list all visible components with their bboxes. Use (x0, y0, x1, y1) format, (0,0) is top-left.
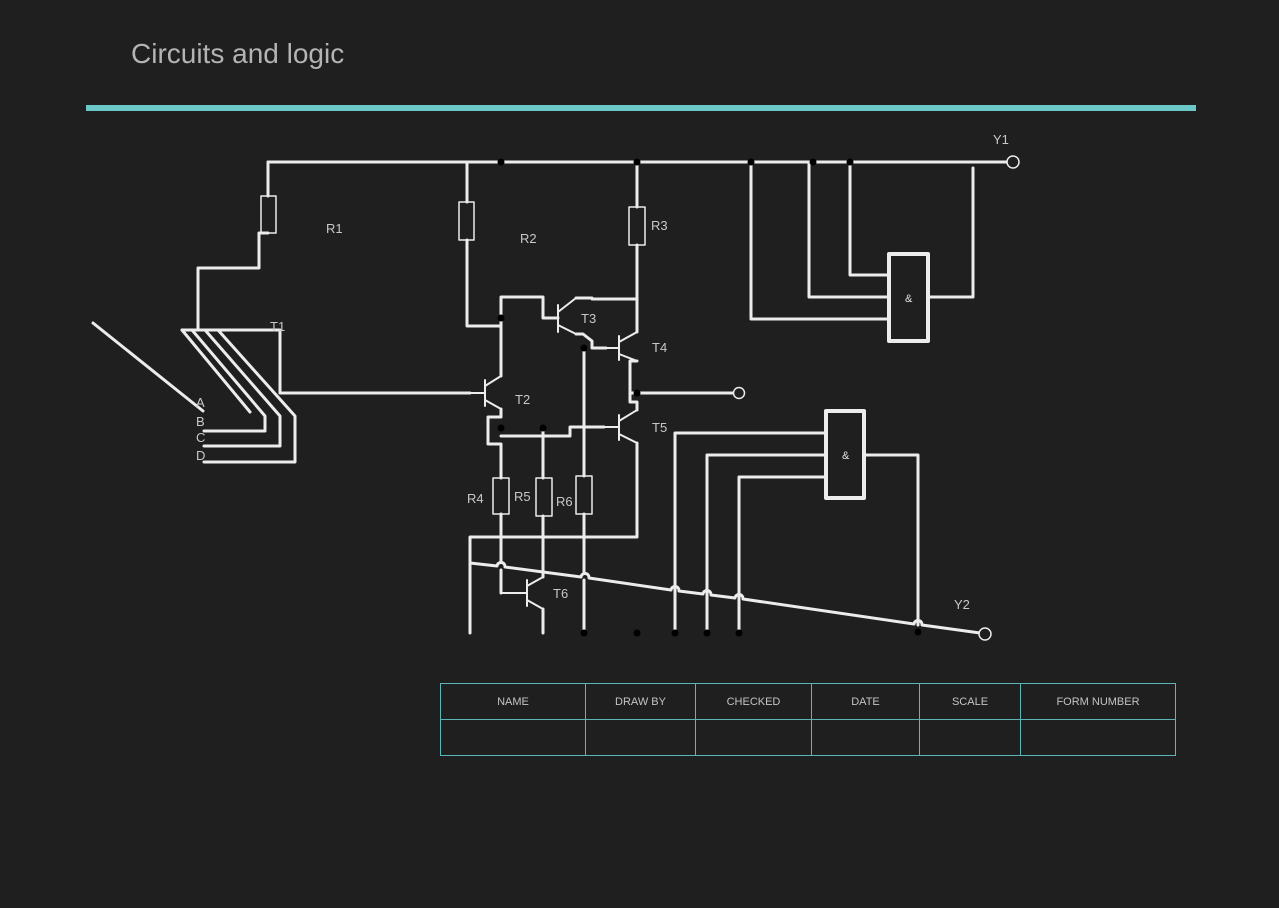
label-y1: Y1 (993, 132, 1009, 147)
y1-terminal (1006, 155, 1020, 169)
y2-terminal (978, 627, 992, 641)
label-t2: T2 (515, 392, 530, 407)
label-input-d: D (196, 448, 205, 463)
label-input-c: C (196, 430, 205, 445)
gate1-symbol: & (905, 293, 913, 305)
title-block-header: DRAW BY (585, 683, 696, 720)
title-block-header: NAME (440, 683, 586, 720)
title-block-cell (440, 719, 586, 756)
title-block-cell (919, 719, 1021, 756)
transistor-t4 (605, 331, 638, 362)
transistor-t3 (557, 297, 577, 335)
junction-dots (497, 158, 922, 637)
label-r1: R1 (326, 221, 343, 236)
label-t6: T6 (553, 586, 568, 601)
mid-terminal (732, 386, 746, 400)
label-r6: R6 (556, 494, 573, 509)
label-r3: R3 (651, 218, 668, 233)
resistor-r1 (260, 195, 277, 234)
diagonal-bus (468, 561, 982, 635)
title-block-value-row (440, 719, 1176, 756)
label-r2: R2 (520, 231, 537, 246)
label-r4: R4 (467, 491, 484, 506)
input-a-line (91, 321, 205, 413)
title-block-cell (695, 719, 812, 756)
gate2-inputs (673, 431, 920, 635)
title-divider (86, 105, 1196, 111)
input-fan-lines (180, 328, 297, 464)
resistor-r5 (535, 477, 553, 517)
page-title: Circuits and logic (131, 38, 345, 69)
transistor-t6 (500, 576, 544, 610)
gate1-inputs (749, 160, 975, 321)
label-t4: T4 (652, 340, 667, 355)
t4-wiring (628, 297, 739, 395)
t5-wiring (468, 391, 639, 635)
resistor-r4 (492, 477, 510, 515)
title-block-header: DATE (811, 683, 920, 720)
label-t1: T1 (270, 319, 285, 334)
transistor-t2 (469, 375, 502, 410)
resistor-r6 (575, 475, 593, 515)
gate2-symbol: & (842, 450, 850, 462)
label-r5: R5 (514, 489, 531, 504)
transistor-t5 (603, 409, 638, 444)
title-block-header-row: NAME DRAW BY CHECKED DATE SCALE FORM NUM… (440, 683, 1176, 720)
t6-wiring (499, 568, 545, 635)
label-y2: Y2 (954, 597, 970, 612)
r1-branch-wire (180, 160, 472, 395)
r2-branch-wire (465, 160, 503, 328)
title-block-cell (1020, 719, 1176, 756)
title-block-header: CHECKED (695, 683, 812, 720)
title-block: NAME DRAW BY CHECKED DATE SCALE FORM NUM… (440, 683, 1176, 756)
label-input-a: A (196, 395, 205, 410)
title-block-cell (811, 719, 920, 756)
title-block-header: FORM NUMBER (1020, 683, 1176, 720)
resistor-leads (499, 426, 586, 579)
label-t5: T5 (652, 420, 667, 435)
title-block-cell (585, 719, 696, 756)
resistor-r3 (628, 206, 646, 246)
t2-wiring (486, 318, 503, 480)
label-t3: T3 (581, 311, 596, 326)
label-input-b: B (196, 414, 205, 429)
title-block-header: SCALE (919, 683, 1021, 720)
resistor-r2 (458, 201, 475, 241)
t3-wiring (499, 295, 639, 350)
